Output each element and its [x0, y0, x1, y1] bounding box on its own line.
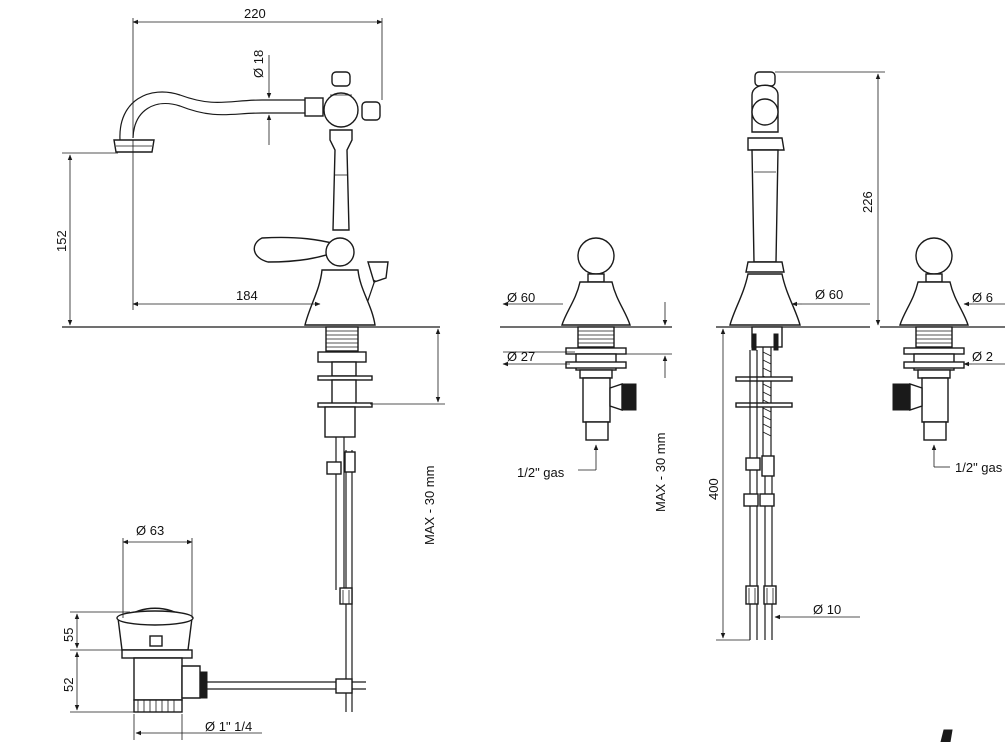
dim-length-400: 400	[706, 478, 721, 500]
dim-dia-27-valve-left: Ø 27	[507, 349, 535, 364]
dim-height-55: 55	[61, 628, 76, 642]
popup-waste-drawing	[116, 607, 201, 713]
dimension-lines-valve-left	[502, 301, 672, 471]
dim-height-226: 226	[860, 191, 875, 213]
dimension-lines-main	[62, 18, 445, 740]
dimension-lines-side	[716, 71, 885, 641]
dim-dia-60-side: Ø 60	[815, 287, 843, 302]
valve-right-drawing	[880, 237, 1005, 441]
label-gas-valve-right: 1/2" gas	[955, 460, 1003, 475]
dimension-lines-valve-right	[931, 301, 1005, 468]
dim-max-30-mid: MAX - 30 mm	[653, 433, 668, 512]
dim-max-30-left: MAX - 30 mm	[422, 466, 437, 545]
dim-dia-63: Ø 63	[136, 523, 164, 538]
label-gas-valve-left: 1/2" gas	[517, 465, 565, 480]
dim-dia-60-valve-left: Ø 60	[507, 290, 535, 305]
dim-reach-184: 184	[236, 288, 258, 303]
dim-height-52: 52	[61, 678, 76, 692]
cut-off-fragment	[940, 729, 953, 742]
side-elevation-drawing	[716, 71, 870, 640]
dim-dia-60-valve-right: Ø 6	[972, 290, 993, 305]
dim-dia-27-valve-right: Ø 2	[972, 349, 993, 364]
valve-left-drawing	[500, 237, 672, 441]
dim-height-152: 152	[54, 230, 69, 252]
dim-dia-1-1-4: Ø 1" 1/4	[205, 719, 252, 734]
dim-dia-18: Ø 18	[251, 50, 266, 78]
dim-width-220: 220	[244, 6, 266, 21]
main-mixer-elevation	[62, 71, 440, 712]
dim-dia-10: Ø 10	[813, 602, 841, 617]
